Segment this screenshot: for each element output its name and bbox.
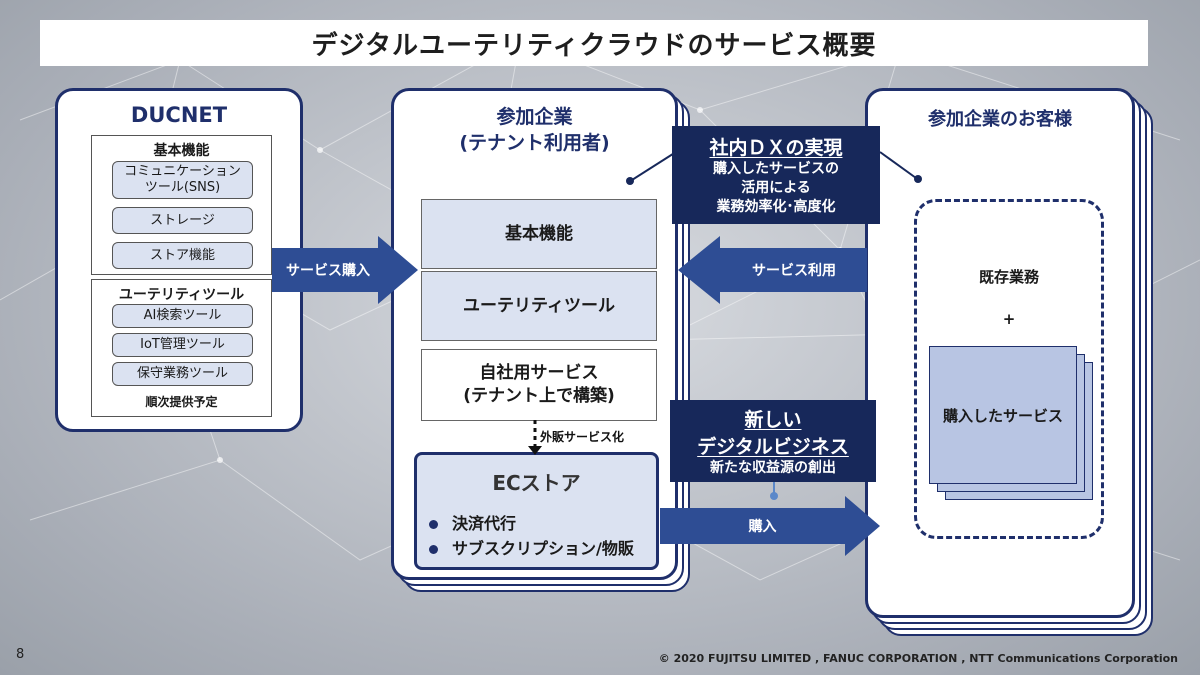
dx-callout: 社内ＤＸの実現 購入したサービスの 活用による 業務効率化･高度化 [672, 126, 880, 224]
participant-basic-box: 基本機能 [421, 199, 657, 269]
dx-callout-left-dot [626, 177, 634, 185]
payment-agency-item: 決済代行 [429, 510, 516, 534]
participant-title-line1: 参加企業 [496, 106, 573, 128]
ducnet-title: DUCNET [130, 103, 228, 127]
dx-callout-right-leader [879, 151, 917, 179]
own-service-box: 自社用サービス (テナント上で構築) [421, 349, 657, 421]
dx-callout-line1: 購入したサービスの [713, 161, 839, 178]
plus-sign: + [1002, 310, 1016, 328]
dx-callout-line3: 業務効率化･高度化 [716, 198, 836, 215]
ec-store-title: ECストア [492, 471, 581, 495]
sequential-release-note: 順次提供予定 [145, 395, 218, 409]
participant-title: 参加企業 (テナント利用者) [394, 105, 675, 156]
ai-search-tool-pill: AI検索ツール [112, 304, 253, 328]
page-title: デジタルユーテリティクラウドのサービス概要 [40, 20, 1148, 66]
customer-panel: 参加企業のお客様 既存業務 + 購入したサービス [865, 88, 1135, 618]
subscription-label: サブスクリプション/物販 [452, 539, 634, 558]
purchase-arrow [660, 496, 880, 556]
ducnet-panel: DUCNET 基本機能 コミュニケーション ツール(SNS) ストレージ ストア… [55, 88, 303, 432]
dx-callout-line2: 活用による [741, 180, 811, 197]
service-use-arrow [678, 236, 867, 304]
new-business-dot [770, 492, 778, 500]
purchased-service-box: 購入したサービス [929, 346, 1077, 484]
customer-title: 参加企業のお客様 [928, 109, 1072, 130]
utility-tools-heading: ユーテリティツール [118, 287, 245, 303]
new-business-line: 新たな収益源の創出 [710, 459, 836, 476]
bullet-icon [429, 520, 438, 529]
dx-callout-heading: 社内ＤＸの実現 [709, 137, 843, 160]
ec-store-box: ECストア 決済代行 サブスクリプション/物販 [414, 452, 659, 570]
service-purchase-arrow [272, 236, 418, 304]
iot-management-tool-pill: IoT管理ツール [112, 333, 253, 357]
maintenance-tool-pill: 保守業務ツール [112, 362, 253, 386]
store-function-pill: ストア機能 [112, 242, 253, 269]
new-business-heading1: 新しい [744, 408, 802, 431]
existing-work-label: 既存業務 [978, 268, 1039, 286]
new-business-heading2: デジタルビジネス [697, 435, 849, 458]
participant-panel: 参加企業 (テナント利用者) 基本機能 ユーテリティツール 自社用サービス (テ… [391, 88, 678, 580]
dx-callout-right-dot [914, 175, 922, 183]
bullet-icon [429, 545, 438, 554]
new-business-callout: 新しい デジタルビジネス 新たな収益源の創出 [670, 400, 876, 482]
sns-tool-pill: コミュニケーション ツール(SNS) [112, 161, 253, 199]
utility-tools-group: ユーテリティツール AI検索ツール IoT管理ツール 保守業務ツール 順次提供予… [91, 279, 272, 417]
external-sales-arrowhead [528, 446, 542, 455]
copyright-notice: © 2020 FUJITSU LIMITED , FANUC CORPORATI… [658, 652, 1178, 665]
service-purchase-label: サービス購入 [286, 263, 370, 279]
purchase-label: 購入 [748, 519, 777, 535]
page-number: 8 [16, 647, 25, 662]
basic-functions-heading: 基本機能 [153, 143, 210, 159]
payment-agency-label: 決済代行 [452, 514, 517, 533]
subscription-item: サブスクリプション/物販 [429, 535, 634, 559]
own-service-line2: (テナント上で構築) [463, 386, 615, 406]
customer-dashed-region: 既存業務 + 購入したサービス [914, 199, 1104, 539]
external-sales-label: 外販サービス化 [540, 430, 625, 444]
dx-callout-left-leader [631, 151, 677, 181]
participant-title-line2: (テナント利用者) [459, 131, 610, 154]
participant-utility-box: ユーテリティツール [421, 271, 657, 341]
basic-functions-group: 基本機能 コミュニケーション ツール(SNS) ストレージ ストア機能 [91, 135, 272, 275]
service-use-label: サービス利用 [752, 263, 836, 279]
storage-pill: ストレージ [112, 207, 253, 234]
own-service-line1: 自社用サービス [479, 363, 599, 384]
